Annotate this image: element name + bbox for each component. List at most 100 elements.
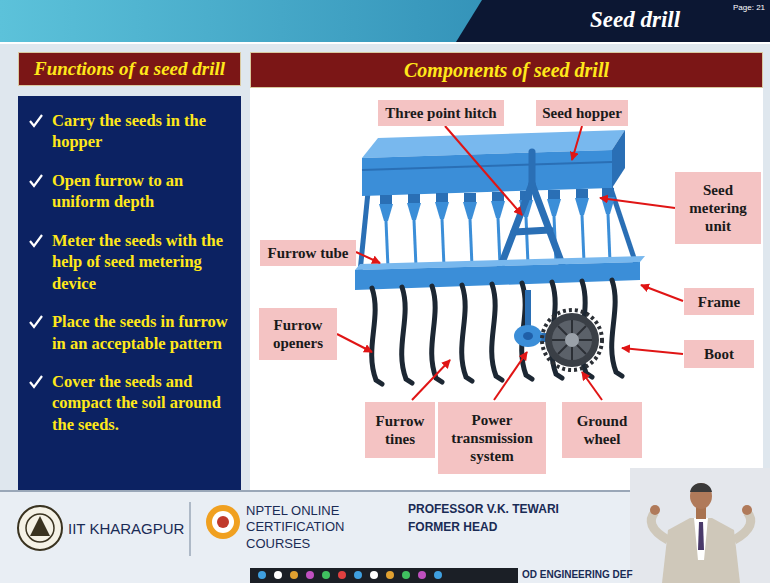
part-name: Seed metering unit (679, 181, 757, 235)
iit-logo (30, 516, 50, 536)
check-mark (28, 374, 44, 390)
seed-drill-illustration (436, 193, 448, 202)
seed-drill-illustration (432, 286, 442, 382)
presenter-video (690, 483, 712, 492)
nptel-logo (217, 516, 229, 528)
bullet-text: Meter the seeds with the help of seed me… (52, 230, 233, 294)
part-label: Seed metering unit (675, 172, 761, 244)
bullet-text: Open furrow to an uniform depth (52, 170, 233, 213)
seed-drill-illustration (525, 290, 531, 328)
seed-drill-illustration (514, 325, 542, 347)
seed-drill-illustration (372, 280, 622, 384)
leader-arrow (572, 126, 582, 160)
seed-drill-illustration (407, 203, 421, 220)
check-mark (30, 376, 42, 387)
seed-drill-illustration (355, 130, 645, 384)
section-header: Functions of a seed drill (18, 52, 241, 86)
top-banner (0, 42, 770, 44)
seed-drill-illustration (362, 162, 612, 170)
seed-drill-illustration (558, 326, 586, 354)
seed-drill-illustration (442, 219, 444, 267)
header-text: Components of seed drill (404, 59, 609, 82)
presenter-video (742, 505, 752, 515)
seed-drill-illustration (582, 215, 584, 262)
leader-arrow (412, 360, 450, 400)
bullet-text: Place the seeds in furrow in an acceptab… (52, 311, 233, 354)
seed-drill-illustration (545, 313, 599, 367)
seed-drill-illustration (526, 217, 528, 264)
bullet-item: Cover the seeds and compact the soil aro… (28, 371, 233, 435)
check-mark (28, 113, 44, 129)
page-number: Page: 21 (733, 3, 765, 13)
seed-drill-illustration (612, 130, 625, 188)
check-mark (30, 316, 42, 327)
seed-drill-illustration (575, 198, 589, 215)
part-name: Furrow openers (263, 316, 333, 352)
part-label: Ground wheel (562, 402, 642, 458)
seed-drill-illustration (500, 152, 562, 268)
seed-drill-illustration (552, 320, 592, 360)
part-name: Boot (704, 345, 734, 363)
check-mark (30, 235, 42, 246)
seed-drill-illustration (380, 195, 392, 204)
part-name: Power transmission system (442, 411, 542, 465)
seed-drill-illustration (602, 188, 614, 197)
check-mark (28, 233, 44, 249)
part-label: Three point hitch (378, 100, 504, 126)
seed-drill-illustration (529, 152, 536, 184)
part-name: Furrow tines (369, 412, 431, 448)
seed-drill-illustration (402, 287, 412, 383)
course-name: NPTEL ONLINE CERTIFICATION COURSES (246, 503, 404, 552)
part-label: Frame (684, 288, 754, 315)
leader-arrow (356, 252, 380, 263)
bullet-item: Meter the seeds with the help of seed me… (28, 230, 233, 294)
player-toolbar (290, 571, 298, 579)
seed-drill-illustration (498, 218, 500, 265)
functions-panel: Carry the seeds in the hopperOpen furrow… (18, 96, 241, 490)
player-toolbar (418, 571, 426, 579)
seed-drill-illustration (408, 194, 420, 203)
seed-drill-illustration (435, 202, 449, 219)
nptel-logo (206, 505, 240, 539)
seed-drill-illustration (552, 320, 592, 360)
leader-arrow (582, 372, 602, 400)
presenter-video (662, 518, 740, 583)
section-header: Components of seed drill (250, 52, 763, 88)
presenter-video (690, 483, 712, 509)
top-banner (0, 0, 770, 42)
part-name: Frame (698, 293, 740, 311)
seed-drill-illustration (514, 230, 550, 232)
check-mark (30, 175, 42, 186)
seed-drill-illustration (523, 332, 533, 340)
player-toolbar (274, 571, 282, 579)
leader-arrow (641, 285, 683, 301)
presenter-video (694, 518, 708, 560)
bullet-item: Carry the seeds in the hopper (28, 110, 233, 153)
part-label: Furrow openers (259, 308, 337, 360)
seed-drill-illustration (463, 202, 477, 219)
check-mark (30, 115, 42, 126)
seed-drill-illustration (608, 214, 610, 262)
bullet-item: Open furrow to an uniform depth (28, 170, 233, 213)
seed-drill-illustration (542, 310, 602, 370)
check-mark (28, 173, 44, 189)
seed-drill-illustration (462, 285, 472, 381)
seed-drill-illustration (547, 199, 561, 216)
part-label: Furrow tube (260, 240, 356, 266)
seed-drill-illustration (532, 184, 562, 264)
presenter-name: PROFESSOR V.K. TEWARI (408, 502, 559, 517)
check-mark (28, 314, 44, 330)
part-name: Furrow tube (268, 244, 349, 262)
seed-drill-illustration (558, 326, 586, 354)
seed-drill-illustration (372, 288, 382, 384)
slide-title: Seed drill (590, 7, 680, 33)
player-toolbar (370, 571, 378, 579)
part-label: Furrow tines (365, 402, 435, 458)
seed-drill-illustration (565, 333, 579, 347)
part-label: Power transmission system (438, 402, 546, 474)
iit-logo (26, 514, 54, 542)
seed-drill-illustration (355, 262, 640, 290)
part-name: Seed hopper (542, 104, 622, 122)
seed-drill-illustration (491, 201, 505, 218)
